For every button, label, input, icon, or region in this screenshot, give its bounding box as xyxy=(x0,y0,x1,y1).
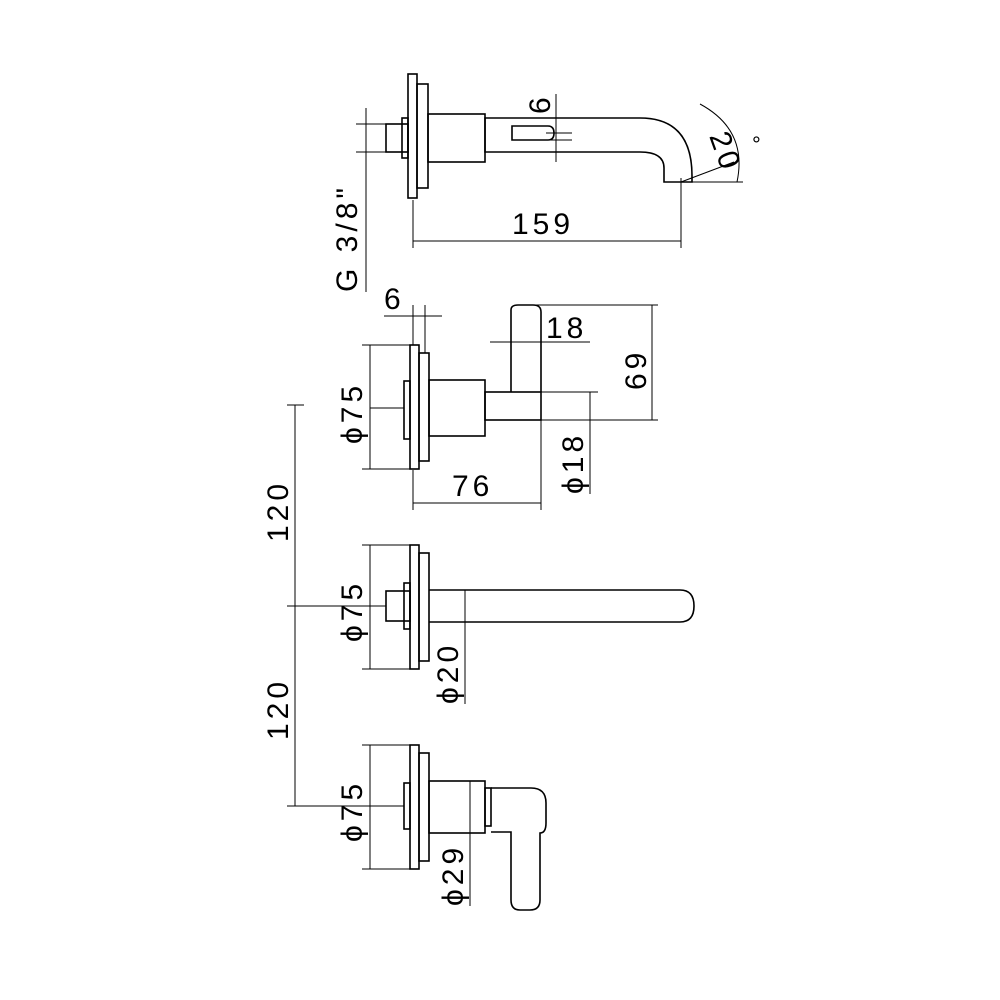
spacing-dimension: 120 120 xyxy=(262,404,304,807)
body-diameter-dimension: ϕ29 xyxy=(437,780,485,906)
lever-width-dimension: 18 xyxy=(490,312,590,345)
depth-dimension: 76 xyxy=(412,420,542,510)
handle-front-plate-diameter-label: ϕ75 xyxy=(336,780,369,842)
thread-dimension: G 3/8" xyxy=(331,108,386,292)
handle-front-plate-diameter-dimension: ϕ75 xyxy=(336,744,410,870)
outlet-height-label: 6 xyxy=(524,93,557,114)
lever-height-label: 69 xyxy=(620,349,653,390)
spout-plate-diameter-label: ϕ75 xyxy=(336,580,369,642)
degree-symbol: ° xyxy=(752,132,761,157)
angle-dimension: 20 ° xyxy=(680,103,761,183)
lever-height-dimension: 69 xyxy=(533,304,658,421)
spout-diameter-dimension: ϕ20 xyxy=(432,589,486,704)
lever-width-label: 18 xyxy=(546,312,587,345)
depth-label: 76 xyxy=(452,470,493,503)
plate-gap-dimension: 6 xyxy=(384,283,442,353)
stem-diameter-label: ϕ18 xyxy=(557,432,590,494)
spout-front-view xyxy=(304,544,695,670)
spout-plate-diameter-dimension: ϕ75 xyxy=(336,544,410,670)
length-dimension: 159 xyxy=(412,178,682,248)
angle-label: 20 xyxy=(702,127,747,177)
thread-label: G 3/8" xyxy=(331,184,364,292)
upper-spacing-label: 120 xyxy=(262,480,295,542)
handle-plate-diameter-label: ϕ75 xyxy=(336,382,369,444)
handle-front-view xyxy=(295,744,547,911)
outlet-height-dimension: 6 xyxy=(524,93,572,162)
spout-side-view xyxy=(385,73,693,199)
handle-plate-diameter-dimension: ϕ75 xyxy=(336,344,410,470)
length-label: 159 xyxy=(512,208,574,241)
body-diameter-label: ϕ29 xyxy=(437,844,470,906)
spout-diameter-label: ϕ20 xyxy=(432,642,465,704)
handle-side-view xyxy=(370,304,542,470)
plate-gap-label: 6 xyxy=(384,283,405,316)
lower-spacing-label: 120 xyxy=(262,678,295,740)
stem-diameter-dimension: ϕ18 xyxy=(541,391,598,494)
